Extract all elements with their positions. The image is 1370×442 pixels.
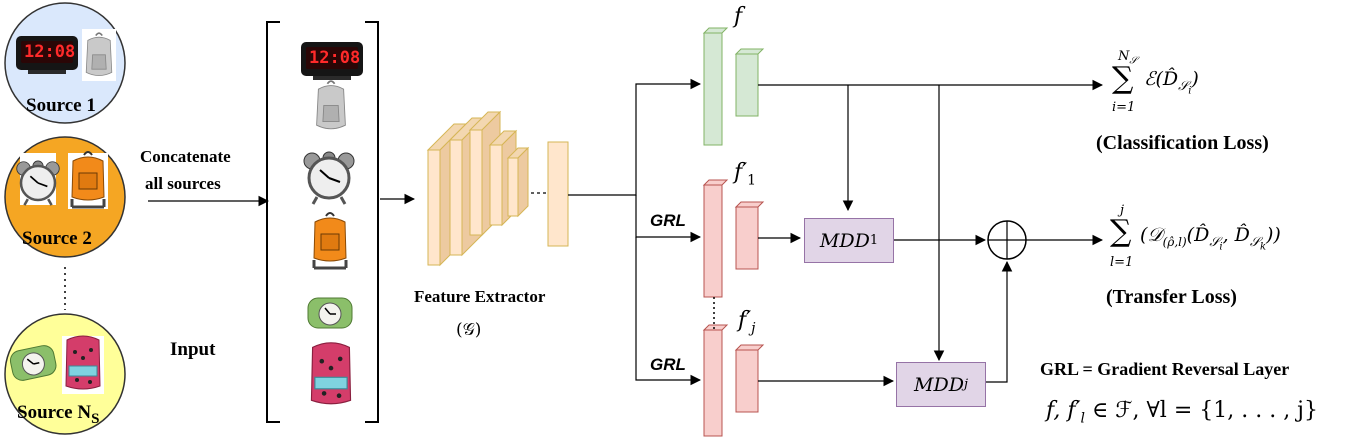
source-ns-subscript: S [91, 411, 100, 427]
source-2-clock-image [15, 153, 61, 207]
grl-definition: GRL = Gradient Reversal Layer [1040, 359, 1290, 379]
source-2-backpack-image [68, 150, 108, 209]
classification-loss-caption: (Classification Loss) [1096, 132, 1269, 154]
classifier-heads [702, 27, 765, 437]
extractor-branch-lines [568, 78, 702, 386]
feature-extractor-output-layer [547, 141, 569, 247]
grl-label-1: GRL [650, 211, 686, 230]
input-clock-analog-image [302, 150, 356, 206]
grl-label-2: GRL [650, 355, 686, 374]
input-backpack-orange-image [312, 211, 348, 270]
input-backpack-pink-image [310, 342, 352, 405]
input-bracket [266, 21, 379, 423]
concatenate-label-line2: all sources [145, 174, 221, 193]
feature-extractor-label: Feature Extractor [414, 287, 546, 306]
fj-head [702, 324, 765, 437]
transfer-loss-caption: (Transfer Loss) [1106, 286, 1237, 308]
source-1-label: Source 1 [26, 95, 96, 116]
feature-extractor-layer [506, 146, 530, 218]
f-head-label: f [734, 4, 743, 29]
mddj-to-sum-arrow [985, 260, 1013, 383]
f-head [702, 27, 765, 146]
set-definition: f, f′l ∈ ℱ, ∀l = {1, . . . , j} [1046, 398, 1318, 427]
feature-extractor-layers [426, 110, 569, 267]
input-label: Input [170, 339, 216, 360]
classification-loss-formula: N𝒮 ∑ i=1 ℰ(D̂𝒮i) [1112, 49, 1199, 115]
feature-extractor-symbol: (𝒢) [456, 320, 482, 340]
source-1-clock-time: 12:08 [24, 42, 76, 62]
f1-head [702, 179, 765, 298]
input-clock-time: 12:08 [309, 48, 361, 68]
input-clock-green-image [307, 297, 353, 329]
source-ns-backpack-image [62, 335, 104, 394]
f1-head-label: f′1 [734, 160, 757, 189]
source-2-label: Source 2 [22, 228, 92, 249]
sum-node [987, 220, 1027, 260]
transfer-loss-formula: j ∑ l=1 (𝒟(ρ̂,l)(D̂𝒮i, D̂𝒮k)) [1110, 203, 1281, 270]
source-1-backpack-image [82, 29, 116, 81]
fj-head-label: f′j [738, 308, 756, 337]
source-ns-label: Source NS [17, 402, 100, 427]
concatenate-label-line1: Concatenate [140, 147, 231, 166]
input-backpack-grey-image [315, 80, 347, 130]
